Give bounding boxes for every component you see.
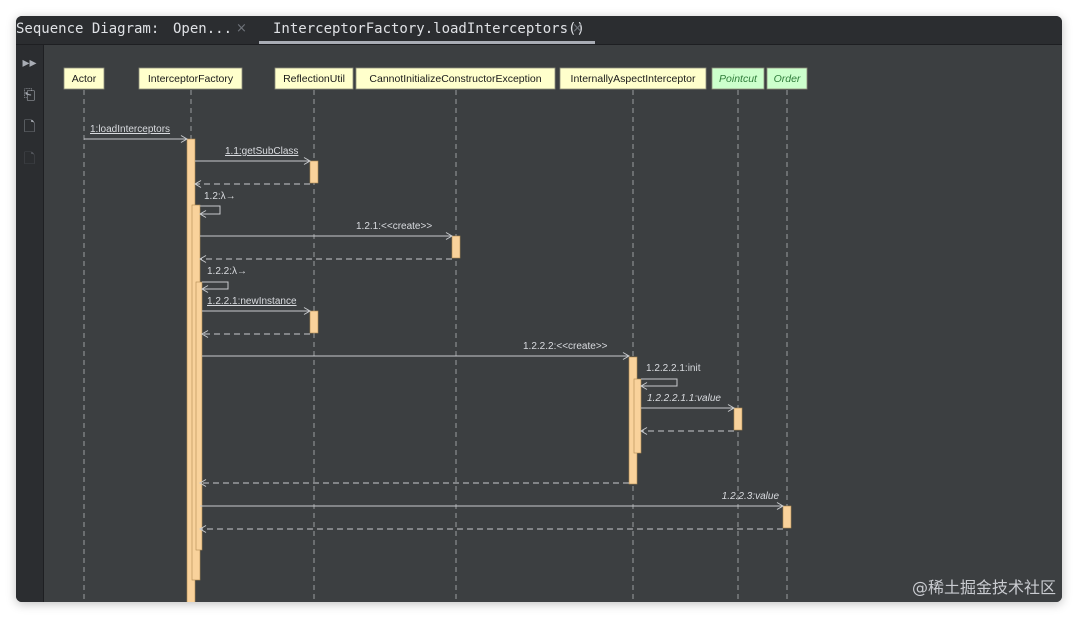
self-call-lambda-1-arrowhead bbox=[199, 210, 207, 218]
message-label-init: 1.2.2.2.1:init bbox=[646, 363, 701, 374]
return-arrow-new-instance-arrowhead bbox=[201, 330, 209, 338]
activation-bar bbox=[195, 281, 203, 551]
message-arrow-load-interceptors-arrowhead bbox=[180, 135, 188, 143]
diagram-toolbar: ▸▸ ⎗ 🗋 🗋 bbox=[16, 45, 44, 602]
participant-box bbox=[274, 67, 354, 90]
self-call-lambda-2 bbox=[202, 281, 229, 290]
return-arrow-get-sub-class-arrowhead bbox=[194, 180, 202, 188]
participant-label: ReflectionUtil bbox=[283, 73, 345, 85]
participant-label: CannotInitializeConstructorException bbox=[369, 73, 541, 85]
sequence-diagram: Actor InterceptorFactory ReflectionUtil Can… bbox=[63, 67, 808, 602]
message-arrow-create-exception-arrowhead bbox=[445, 232, 453, 240]
tab-open[interactable]: Open... bbox=[173, 21, 233, 37]
participant-label: Order bbox=[774, 73, 801, 85]
activation-bar bbox=[733, 407, 743, 431]
tab-open-close-icon[interactable]: × bbox=[236, 21, 247, 36]
message-arrow-pointcut-value-arrowhead bbox=[727, 404, 735, 412]
document-icon[interactable]: 🗋 bbox=[23, 119, 36, 135]
message-label-pointcut-value: 1.2.2.2.1.1:value bbox=[647, 393, 721, 404]
message-arrow-order-value-arrowhead bbox=[776, 502, 784, 510]
message-label-create-interceptor: 1.2.2.2:<<create>> bbox=[523, 341, 608, 352]
activation-bar bbox=[782, 505, 792, 529]
tab-sequence-diagram-label: Sequence Diagram: bbox=[16, 21, 160, 37]
message-arrow-new-instance-arrowhead bbox=[303, 307, 311, 315]
participant-box bbox=[711, 67, 765, 90]
participant-box bbox=[559, 67, 707, 90]
diagram-canvas: Actor InterceptorFactory ReflectionUtil Can… bbox=[44, 45, 1062, 602]
self-call-init bbox=[641, 378, 678, 387]
return-arrow-pointcut-value-arrowhead bbox=[640, 427, 648, 435]
activation-bar bbox=[309, 160, 319, 184]
participant-label: InterceptorFactory bbox=[148, 73, 234, 85]
message-arrow-create-interceptor-arrowhead bbox=[622, 352, 630, 360]
return-arrow-create-exception-arrowhead bbox=[199, 255, 207, 263]
participant-box bbox=[766, 67, 808, 90]
activation-bar bbox=[633, 378, 642, 454]
sequence-diagram-window: Sequence Diagram: Open... × InterceptorF… bbox=[16, 16, 1062, 602]
export-icon[interactable]: ⎗ bbox=[23, 87, 36, 103]
return-arrow-create-interceptor-arrowhead bbox=[199, 479, 207, 487]
message-label-new-instance: 1.2.2.1:newInstance bbox=[207, 296, 297, 307]
message-arrow-get-sub-class-arrowhead bbox=[303, 157, 311, 165]
participant-label: Pointcut bbox=[719, 73, 758, 85]
document-disabled-icon: 🗋 bbox=[23, 151, 36, 167]
message-label-lambda-2: 1.2.2:λ→ bbox=[207, 266, 247, 277]
message-label-lambda-1: 1.2:λ→ bbox=[204, 191, 236, 202]
participant-box bbox=[63, 67, 105, 90]
watermark: @稀土掘金技术社区 bbox=[911, 578, 1056, 597]
activation-bar bbox=[451, 235, 461, 259]
self-call-lambda-1 bbox=[200, 205, 221, 215]
tab-load-interceptors[interactable]: InterceptorFactory.loadInterceptors() bbox=[273, 21, 585, 37]
expand-icon[interactable]: ▸▸ bbox=[22, 55, 37, 71]
message-label-create-exception: 1.2.1:<<create>> bbox=[356, 221, 432, 232]
participant-box bbox=[138, 67, 243, 90]
self-call-init-arrowhead bbox=[640, 382, 648, 390]
active-tab-indicator bbox=[259, 41, 595, 44]
message-label-load-interceptors: 1:loadInterceptors bbox=[90, 124, 170, 135]
participant-label: InternallyAspectInterceptor bbox=[571, 73, 696, 85]
self-call-lambda-2-arrowhead bbox=[201, 285, 209, 293]
activation-bar bbox=[309, 310, 319, 334]
tab-bar: Sequence Diagram: Open... × InterceptorF… bbox=[16, 16, 1062, 45]
tab-load-interceptors-close-icon[interactable]: × bbox=[572, 21, 583, 36]
message-label-get-sub-class: 1.1:getSubClass bbox=[225, 146, 298, 157]
message-label-order-value: 1.2.2.3:value bbox=[722, 491, 780, 502]
participant-label: Actor bbox=[72, 73, 97, 85]
participant-box bbox=[355, 67, 556, 90]
return-arrow-order-value-arrowhead bbox=[199, 525, 207, 533]
